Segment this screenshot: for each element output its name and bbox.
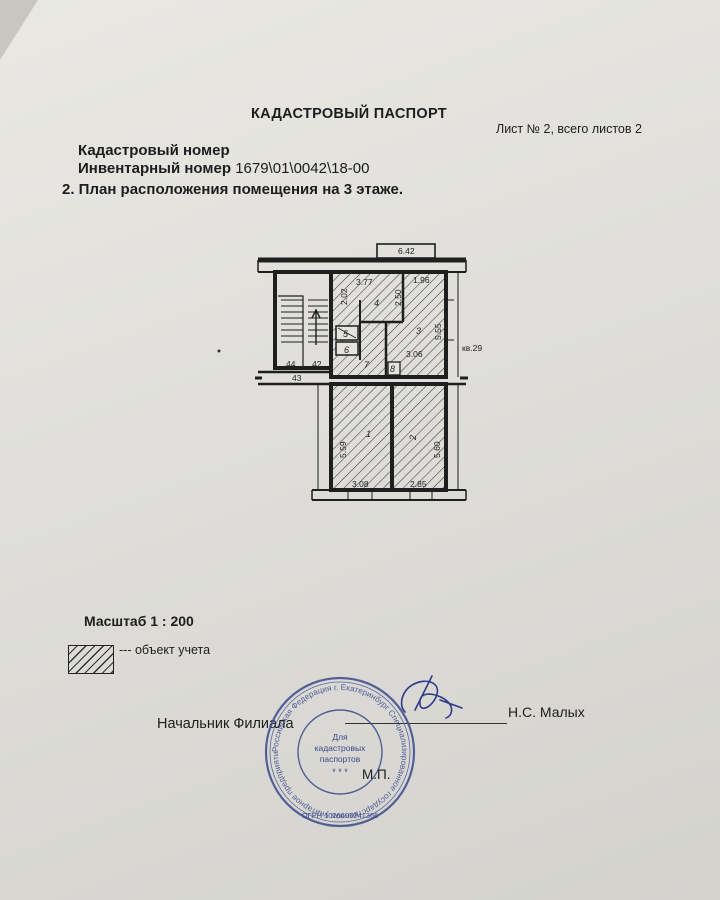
dim-inner: 2.50: [393, 289, 403, 306]
dim-room3-width: 3.06: [406, 349, 423, 359]
signature-line: [345, 723, 507, 724]
inventory-number-row: Инвентарный номер 1679\01\0042\18-00: [78, 160, 369, 177]
dim-room4-width: 3.77: [356, 277, 373, 287]
signatory-name: Н.С. Малых: [508, 704, 585, 720]
sheet-info: Лист № 2, всего листов 2: [496, 122, 642, 136]
dim-stair-44: 44: [286, 359, 296, 369]
room-label-7: 7: [364, 360, 370, 370]
dim-room2-depth: 5.60: [432, 441, 442, 458]
stamp-center-line2: кадастровых: [315, 743, 367, 753]
room-label-6: 6: [344, 345, 349, 355]
room-6-wc: [335, 341, 359, 356]
room-label-1: 1: [366, 429, 371, 439]
stamp-stars: * * *: [332, 767, 348, 777]
stamp-outer-text: Российская Федерация г. Екатеринбург Спе…: [0, 0, 409, 821]
stamp-center-line3: паспортов: [320, 754, 361, 764]
stamp-ogrn: ОГРН 1026605241366: [302, 811, 379, 820]
dim-stair-42: 42: [312, 359, 322, 369]
dim-stair-43: 43: [292, 373, 302, 383]
document-title: КАДАСТРОВЫЙ ПАСПОРТ: [251, 106, 447, 122]
dim-top-annex: 6.42: [398, 246, 415, 256]
cadastral-number-label: Кадастровый номер: [78, 142, 230, 159]
handwritten-signature: [400, 675, 463, 719]
room-label-4: 4: [374, 298, 379, 308]
upper-block: [329, 270, 448, 379]
dim-room3-top: 1.96: [413, 275, 430, 285]
signatory-position: Начальник Филиала: [157, 716, 294, 732]
dim-room3-depth: 5.55: [433, 323, 443, 340]
inventory-number-label: Инвентарный номер: [78, 160, 232, 177]
stamp-center-line1: Для: [332, 732, 348, 742]
inventory-number-value: 1679\01\0042\18-00: [235, 160, 370, 177]
mp-label: М.П.: [362, 767, 390, 782]
apartment-label: кв.29: [462, 343, 482, 353]
dim-room2-width: 2.85: [410, 479, 427, 489]
room-label-5: 5: [343, 329, 349, 339]
dim-room1-depth: 5.59: [338, 441, 348, 458]
room-label-2: 2: [408, 435, 418, 441]
legend-hatch-swatch: [68, 645, 114, 674]
legend-text: --- объект учета: [119, 643, 211, 657]
room-label-3: 3: [416, 326, 421, 336]
room-label-8: 8: [390, 364, 395, 374]
plan-heading: 2. План расположения помещения на 3 этаж…: [62, 181, 403, 198]
dim-room1-width: 3.08: [352, 479, 369, 489]
official-stamp: Российская Федерация г. Екатеринбург Спе…: [0, 0, 416, 828]
dim-room4-depth: 2.02: [339, 288, 349, 305]
scale-label: Масштаб 1 : 200: [84, 613, 194, 629]
